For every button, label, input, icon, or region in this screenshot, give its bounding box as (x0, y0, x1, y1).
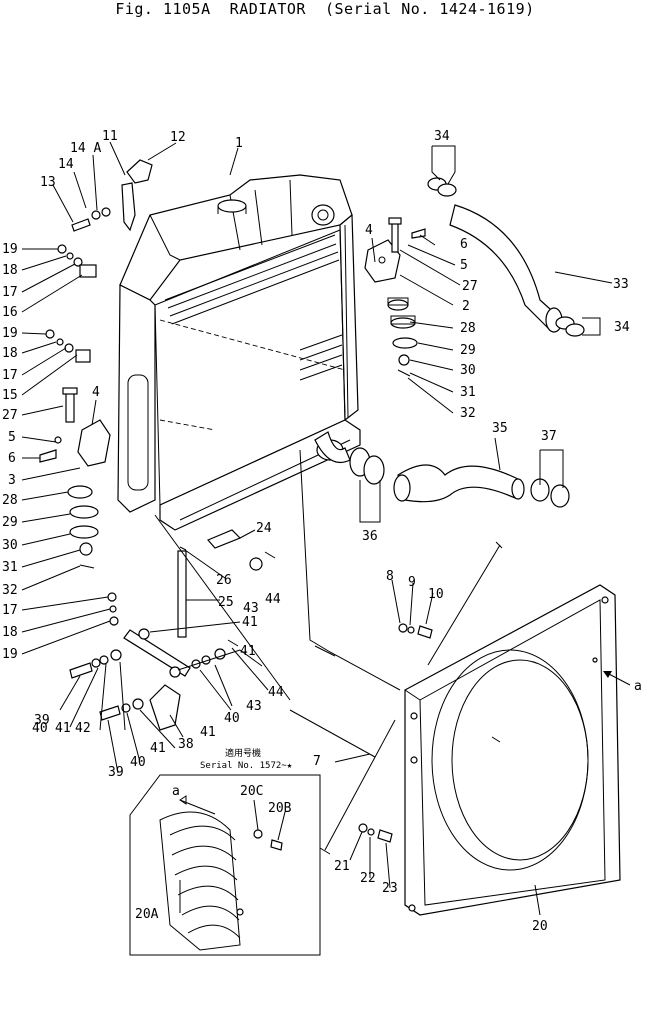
callout-33: 33 (613, 277, 629, 292)
shroud-bolts (358, 623, 433, 843)
callout-38: 38 (178, 737, 194, 752)
callout-34b: 34 (614, 320, 630, 335)
callout-20: 20 (532, 919, 548, 934)
leader-lines (21, 141, 613, 916)
callout-27a: 27 (2, 408, 18, 423)
callout-41d: 41 (55, 721, 71, 736)
callout-17b: 17 (2, 368, 18, 383)
callout-40b: 40 (32, 721, 48, 736)
callout-3: 3 (8, 473, 16, 488)
inset-arrow-label: a (172, 784, 180, 799)
callout-39b: 39 (108, 765, 124, 780)
core-fins (164, 234, 343, 381)
callout-20a: 20A (135, 907, 159, 922)
callout-41a: 41 (242, 615, 258, 630)
callout-4a: 4 (92, 385, 100, 400)
callout-25: 25 (218, 595, 234, 610)
callout-18a: 18 (2, 263, 18, 278)
callout-24: 24 (256, 521, 272, 536)
callout-2: 2 (462, 299, 470, 314)
callout-39a: 39 (34, 713, 50, 728)
callout-19b: 19 (2, 326, 18, 341)
callout-14: 14 (58, 157, 74, 172)
callout-29b: 29 (460, 343, 476, 358)
callout-36: 36 (362, 529, 378, 544)
figure-title: Fig. 1105A RADIATOR (Serial No. 1424-161… (115, 0, 535, 18)
stay-rods (154, 449, 503, 855)
callout-17a: 17 (2, 285, 18, 300)
callout-15: 15 (2, 388, 18, 403)
callout-19c: 19 (2, 647, 18, 662)
lower-hose (314, 431, 570, 508)
callout-7: 7 (313, 754, 321, 769)
callout-5a: 5 (8, 430, 16, 445)
callout-32b: 32 (460, 406, 476, 421)
callout-16: 16 (2, 305, 18, 320)
callout-42: 42 (75, 721, 91, 736)
callout-41e: 41 (150, 741, 166, 756)
callout-6a: 6 (8, 451, 16, 466)
view-mark-a: a (634, 679, 642, 694)
callout-8: 8 (386, 569, 394, 584)
callout-5b: 5 (460, 258, 468, 273)
callout-23: 23 (382, 881, 398, 896)
callout-19a: 19 (2, 242, 18, 257)
callout-31b: 31 (460, 385, 476, 400)
callout-40c: 40 (130, 755, 146, 770)
callout-34a: 34 (434, 129, 450, 144)
callout-9: 9 (408, 575, 416, 590)
callout-43b: 43 (246, 699, 262, 714)
callout-41b: 41 (240, 644, 256, 659)
callout-30b: 30 (460, 363, 476, 378)
callout-28a: 28 (2, 493, 18, 508)
view-arrow (606, 672, 631, 686)
callout-21: 21 (334, 859, 350, 874)
callout-6b: 6 (460, 237, 468, 252)
callout-43a: 43 (243, 601, 259, 616)
callout-44a: 44 (265, 592, 281, 607)
callout-labels: 1 11 12 14 A 14 13 19 18 17 16 19 18 17 … (2, 129, 642, 934)
callout-1: 1 (235, 136, 243, 151)
callout-41c: 41 (200, 725, 216, 740)
inset-box (129, 774, 321, 956)
callout-11: 11 (102, 129, 118, 144)
callout-18c: 18 (2, 625, 18, 640)
inset-serial-label: Serial No. 1572~★ (200, 761, 293, 771)
callout-27b: 27 (462, 279, 478, 294)
callout-20c: 20C (240, 784, 263, 799)
inset-serial-cjk: 適用号機 (225, 747, 261, 759)
callout-32a: 32 (2, 583, 18, 598)
callout-35: 35 (492, 421, 508, 436)
callout-13: 13 (40, 175, 56, 190)
callout-14a: 14 A (70, 141, 101, 156)
view-arrow-head (603, 671, 612, 678)
callout-29a: 29 (2, 515, 18, 530)
callout-26: 26 (216, 573, 232, 588)
callout-40a: 40 (224, 711, 240, 726)
callout-22: 22 (360, 871, 376, 886)
callout-28b: 28 (460, 321, 476, 336)
callout-37: 37 (541, 429, 557, 444)
callout-12: 12 (170, 130, 186, 145)
fan-shroud (404, 584, 621, 916)
callout-4b: 4 (365, 223, 373, 238)
callout-30a: 30 (2, 538, 18, 553)
radiator-assembly (117, 174, 361, 531)
callout-18b: 18 (2, 346, 18, 361)
upper-hose (427, 177, 585, 337)
callout-44b: 44 (268, 685, 284, 700)
callout-20b: 20B (268, 801, 292, 816)
callout-31a: 31 (2, 560, 18, 575)
right-mount-parts (364, 217, 426, 377)
left-mount-parts (39, 159, 153, 569)
callout-10: 10 (428, 587, 444, 602)
callout-17c: 17 (2, 603, 18, 618)
